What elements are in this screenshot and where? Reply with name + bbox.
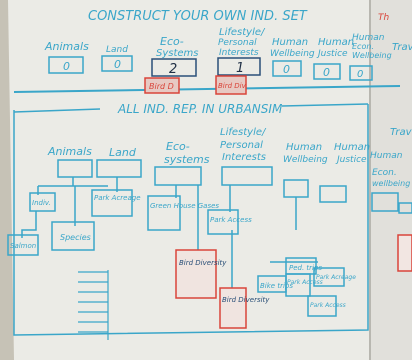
bottom-box-trav [398, 202, 412, 214]
bottom-label-human3: Human [370, 151, 403, 161]
top-label-animals: Animals [44, 40, 89, 53]
bottom-label-personal: Personal [220, 140, 263, 151]
top-label-interests: Interests [219, 48, 259, 58]
top-label-personal: Personal [218, 38, 257, 48]
top-box-land [101, 55, 133, 72]
wellbeing-connectors [270, 197, 318, 263]
species-box [51, 221, 95, 251]
bottom-label-wellbeing: Wellbeing [283, 155, 328, 165]
top-label-land: Land [106, 45, 128, 55]
top-label-wellbeing: Wellbeing [270, 49, 315, 59]
top-count-justice: 0 [323, 66, 330, 79]
salmon-box [7, 234, 39, 256]
greenhouse-text: Green House Gases [150, 202, 219, 210]
top-label-human2: Human [318, 37, 354, 48]
bird-diversity-box [175, 249, 217, 299]
top-title: CONSTRUCT YOUR OWN IND. SET [88, 9, 308, 24]
bottom-label-justice: Justice [335, 155, 367, 165]
top-label-human3: Human [352, 33, 385, 43]
top-count-land: 0 [114, 58, 121, 71]
top-right-red-text: Th [378, 13, 389, 23]
park-access-2-text: Park Access [287, 279, 323, 286]
bird-diversity-2-box [219, 287, 247, 329]
bottom-label-interests: Interests [222, 152, 266, 163]
bottom-frame [13, 104, 369, 336]
red-note-bird-d [144, 77, 180, 94]
species-text: Species [60, 233, 91, 242]
bottom-box-land [96, 159, 142, 178]
indiv-connector [21, 211, 37, 238]
top-label-human1: Human [272, 37, 308, 48]
park-access-box [207, 209, 239, 235]
top-box-lifestyle [217, 57, 261, 76]
salmon-text: Salmon [10, 242, 36, 250]
bottom-label-animals: Animals [47, 145, 92, 158]
top-box-justice [313, 63, 341, 80]
bottom-box-eco [154, 166, 202, 186]
red-note-bird-div [215, 75, 247, 95]
greenhouse-box [147, 195, 181, 231]
bottom-label-eco: Eco- [166, 140, 190, 153]
top-count-econ: 0 [357, 69, 363, 80]
park-acreage-2-box [313, 267, 345, 287]
top-count-animals: 0 [63, 60, 70, 73]
ped-trips-text: Ped. trips [289, 264, 322, 272]
right-red-note [397, 234, 412, 272]
bottom-box-justice [319, 185, 347, 203]
bottom-label-trav: Trav [390, 127, 412, 138]
park-acreage-text: Park Acreage [94, 194, 141, 202]
top-count-eco: 2 [169, 62, 177, 77]
bottom-box-animals [57, 159, 93, 178]
bottom-title-line [13, 103, 369, 113]
red-note-bird-d-text: Bird D [149, 82, 174, 91]
top-label-trav: Trav [392, 42, 412, 53]
bike-trips-text: Bike trips [260, 282, 293, 290]
top-count-wellbeing: 0 [283, 63, 290, 76]
top-label-econ-wellbeing: Wellbeing [352, 51, 392, 60]
bottom-label-lifestyle: Lifestyle/ [220, 127, 267, 138]
whiteboard-right-panel [370, 0, 412, 360]
top-label-lifestyle: Lifestyle/ [219, 27, 266, 38]
top-box-eco [151, 58, 197, 77]
bottom-label-econ: Econ. [372, 168, 397, 178]
bird-diversity-2-text: Bird Diversity [222, 296, 270, 304]
indiv-text: Indiv. [32, 199, 51, 207]
animals-connectors [37, 177, 108, 226]
top-label-justice: Justice [316, 49, 348, 59]
bottom-title: ALL IND. REP. IN URBANSIM [117, 102, 283, 116]
top-label-systems: Systems [156, 48, 199, 59]
top-label-econ: Econ. [352, 42, 374, 51]
bottom-box-lifestyle [221, 166, 273, 186]
park-access-3-box [307, 295, 337, 317]
bottom-label-human2: Human [334, 142, 370, 153]
top-count-lifestyle: 1 [236, 61, 244, 76]
top-label-eco: Eco- [160, 35, 184, 48]
park-acreage-box [91, 189, 133, 217]
bottom-label-systems: systems [164, 153, 210, 166]
top-box-econ [349, 65, 373, 81]
bottom-label-econ-wellbeing: wellbeing [372, 179, 410, 188]
park-acreage-2-text: Park Acreage [316, 274, 356, 281]
indiv-box [29, 192, 56, 212]
ladder-scribble [78, 270, 109, 340]
bottom-label-land: Land [109, 146, 137, 159]
bird-diversity-text: Bird Diversity [179, 259, 227, 267]
top-box-wellbeing [272, 60, 302, 77]
top-section-divider [13, 85, 401, 93]
park-access-3-text: Park Access [310, 302, 346, 309]
bottom-box-econ [371, 192, 399, 212]
park-access-2-box [285, 273, 311, 297]
bottom-label-human1: Human [286, 142, 322, 153]
park-access-text: Park Access [210, 216, 252, 224]
top-box-animals [48, 56, 84, 74]
lifestyle-connectors [229, 185, 233, 292]
red-note-bird-div-text: Bird Div. [218, 82, 247, 90]
